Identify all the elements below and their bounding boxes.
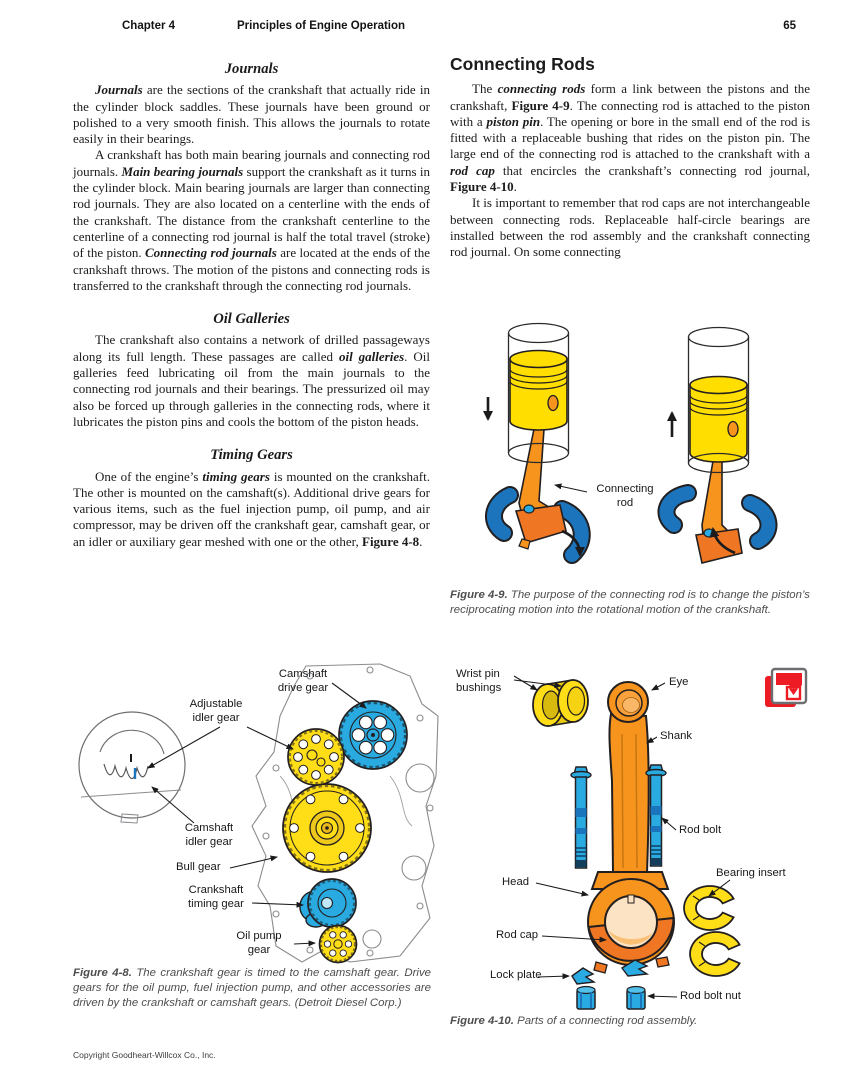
label-camshaft-idler-gear: Camshaft idler gear: [184, 822, 234, 848]
heading-oil-galleries: Oil Galleries: [213, 311, 290, 328]
label-bull-gear: Bull gear: [176, 861, 221, 873]
label-head: Head: [502, 876, 530, 888]
bearing-inserts-shape: [683, 885, 741, 977]
label-wrist-pin-bushings: Wrist pin bushings: [456, 668, 502, 694]
page-header: Chapter 4 Principles of Engine Operation…: [0, 20, 849, 36]
heading-connecting-rods: Connecting Rods: [450, 54, 595, 74]
label-lock-plate: Lock plate: [490, 969, 542, 981]
label-oil-pump-gear: Oil pump gear: [236, 930, 282, 956]
oil-galleries-paragraph: The crankshaft also contains a network o…: [73, 332, 431, 429]
figure-4-10-caption: Figure 4-10. Parts of a connecting rod a…: [450, 1015, 698, 1027]
timing-mark-inset: [78, 711, 186, 824]
left-piston-assembly: [483, 322, 591, 564]
figure-4-8-illustration: [78, 663, 439, 964]
label-adjustable-idler-gear: Adjustable idler gear: [189, 698, 243, 724]
camshaft-drive-gear: [338, 700, 408, 770]
right-piston-assembly: [657, 326, 778, 564]
page-number: 65: [783, 20, 796, 32]
wrist-pin-bushings-shape: [532, 679, 589, 727]
adjustable-idler-gear: [287, 728, 345, 786]
lock-plates-and-nuts-shape: [571, 959, 650, 1010]
label-crankshaft-timing-gear: Crankshaft timing gear: [188, 884, 244, 910]
book-section-title: Principles of Engine Operation: [237, 20, 406, 32]
figure-4-10: Wrist pin bushings Eye Shank Rod bolt He…: [450, 656, 822, 1012]
journals-paragraph-2: A crankshaft has both main bearing journ…: [73, 147, 430, 293]
left-column: Journals Journals are the sections of th…: [73, 55, 430, 550]
label-eye: Eye: [669, 676, 689, 688]
label-camshaft-drive-gear: Camshaft drive gear: [277, 668, 329, 694]
oil-pump-gear: [318, 924, 358, 964]
label-shank: Shank: [660, 730, 693, 742]
label-rod-bolt: Rod bolt: [679, 824, 722, 836]
bull-gear: [282, 783, 372, 873]
figure-4-10-illustration: [513, 675, 741, 1010]
crankshaft-timing-gear: [299, 878, 357, 928]
timing-gears-paragraph: One of the engine’s timing gears is moun…: [73, 468, 430, 549]
heading-timing-gears: Timing Gears: [210, 447, 293, 464]
figure-4-9-illustration: [483, 322, 778, 564]
label-connecting-rod: Connecting rod: [596, 483, 654, 509]
figure-4-8-leaders: [147, 682, 367, 947]
figure-4-9-caption: Figure 4-9. The purpose of the connectin…: [450, 589, 810, 617]
figure-4-8-caption: Figure 4-8. The crankshaft gear is timed…: [73, 967, 431, 1010]
label-bearing-insert: Bearing insert: [716, 867, 786, 879]
figure-4-9: Connecting rod: [450, 313, 810, 588]
connecting-rods-paragraph-1: The connecting rods form a link between …: [450, 81, 811, 195]
rod-bolts-shape: [570, 764, 667, 869]
interactive-activity-button[interactable]: [762, 666, 810, 711]
copyright-notice: Copyright Goodheart-Willcox Co., Inc.: [73, 1050, 216, 1060]
figure-4-10-leaders: [513, 675, 731, 1000]
label-rod-bolt-nut: Rod bolt nut: [680, 990, 741, 1002]
journals-paragraph-1: Journals are the sections of the cranksh…: [73, 82, 430, 147]
figure-4-8: Camshaft drive gear Adjustable idler gea…: [70, 656, 442, 968]
right-column: Connecting Rods The connecting rods form…: [450, 55, 810, 261]
chapter-label: Chapter 4: [122, 20, 176, 32]
connecting-rod-shape: [587, 681, 675, 974]
connecting-rods-paragraph-2: It is important to remember that rod cap…: [450, 195, 810, 260]
heading-journals: Journals: [224, 61, 279, 77]
stacked-card-download-icon: [765, 667, 808, 707]
label-rod-cap: Rod cap: [496, 929, 539, 941]
